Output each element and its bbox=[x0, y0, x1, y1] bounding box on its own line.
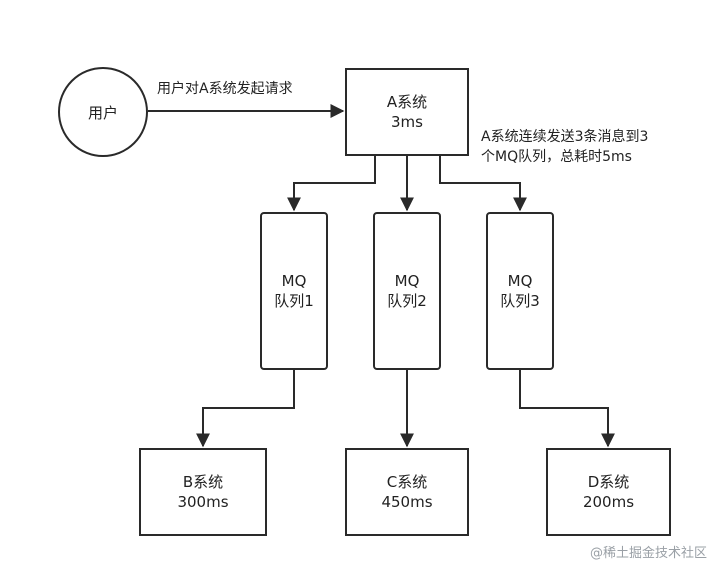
queue-1-title: MQ bbox=[281, 272, 307, 290]
system-a-name: A系统 bbox=[386, 93, 428, 111]
queue-2-title: MQ bbox=[394, 272, 420, 290]
system-c-name: C系统 bbox=[386, 473, 428, 491]
system-b-node: B系统 300ms bbox=[139, 448, 267, 536]
queue-3-title: MQ bbox=[507, 272, 533, 290]
watermark: @稀土掘金技术社区 bbox=[589, 546, 707, 561]
queue-2-name: 队列2 bbox=[387, 292, 427, 310]
arrow-queue1-to-b bbox=[196, 370, 295, 448]
user-node: 用户 bbox=[58, 67, 148, 157]
send-note-line2: 个MQ队列，总耗时5ms bbox=[481, 149, 632, 165]
send-note-line1: A系统连续发送3条消息到3 bbox=[481, 129, 649, 145]
arrow-queue3-to-d bbox=[519, 370, 615, 448]
queue-2-node: MQ 队列2 bbox=[373, 212, 441, 370]
user-node-label: 用户 bbox=[87, 103, 118, 122]
system-c-node: C系统 450ms bbox=[345, 448, 469, 536]
system-b-time: 300ms bbox=[177, 493, 229, 511]
system-a-time: 3ms bbox=[391, 113, 423, 131]
edge-label-user-to-a: 用户对A系统发起请求 bbox=[157, 81, 293, 97]
system-d-node: D系统 200ms bbox=[546, 448, 671, 536]
queue-3-name: 队列3 bbox=[500, 292, 540, 310]
arrow-a-to-queue3 bbox=[439, 156, 527, 212]
system-d-name: D系统 bbox=[587, 473, 630, 491]
queue-1-name: 队列1 bbox=[274, 292, 314, 310]
system-d-time: 200ms bbox=[582, 493, 635, 511]
arrow-a-to-queue1 bbox=[287, 156, 376, 212]
system-b-name: B系统 bbox=[182, 473, 224, 491]
queue-1-node: MQ 队列1 bbox=[260, 212, 328, 370]
system-a-node: A系统 3ms bbox=[345, 68, 469, 156]
queue-3-node: MQ 队列3 bbox=[486, 212, 554, 370]
system-c-time: 450ms bbox=[381, 493, 433, 511]
